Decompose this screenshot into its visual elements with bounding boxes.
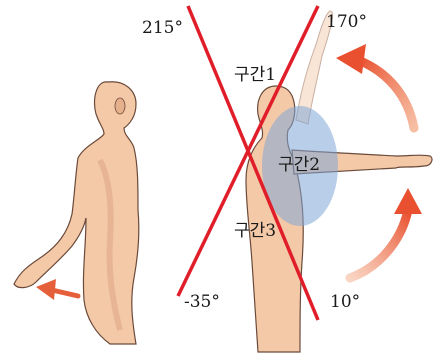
left-arrow-head [36,279,56,300]
left-figure-ear [115,98,125,114]
lower-arc-arrow [350,210,408,278]
section-label-3: 구간3 [234,221,276,241]
left-arrow [52,290,78,296]
angle-label-neg35: -35° [184,292,220,312]
section-label-2: 구간2 [278,155,320,175]
section-label-1: 구간1 [234,65,276,85]
lower-arc-arrow-head [394,188,422,214]
angle-label-215: 215° [142,18,183,38]
left-figure-body [14,82,139,344]
angle-label-10: 10° [330,292,360,312]
angle-label-170: 170° [326,12,367,32]
left-figure [14,82,139,344]
upper-arc-arrow-head [336,44,366,74]
upper-arc-arrow [358,60,414,128]
